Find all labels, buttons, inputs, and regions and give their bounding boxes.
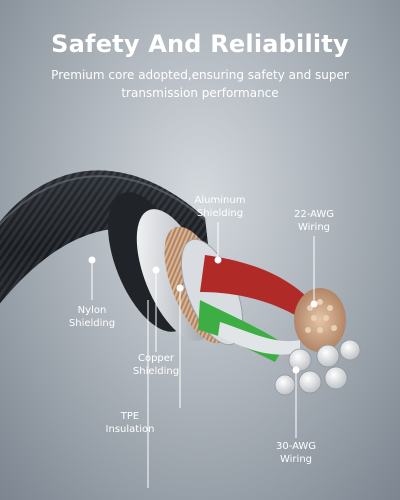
label-line: Aluminum	[194, 195, 246, 206]
subtitle-line: Premium core adopted,ensuring safety and…	[51, 68, 349, 82]
label-line: 30-AWG	[275, 441, 317, 452]
page-title: Safety And Reliability	[51, 30, 349, 58]
label-line: Insulation	[105, 424, 155, 435]
label-line: TPE	[120, 411, 140, 422]
callout-lines	[88, 222, 318, 488]
label-line: Wiring	[279, 454, 313, 465]
label-30awg-wiring: 30-AWG Wiring	[266, 440, 326, 466]
label-line: Wiring	[297, 222, 331, 233]
subtitle-line: transmission performance	[121, 86, 279, 100]
label-line: Shielding	[68, 318, 116, 329]
label-line: Shielding	[196, 208, 244, 219]
copper-conductor-bundle	[294, 288, 346, 352]
label-tpe-insulation: TPE Insulation	[100, 410, 160, 436]
label-22awg-wiring: 22-AWG Wiring	[284, 208, 344, 234]
nylon-braid-cable	[0, 170, 210, 304]
label-line: Copper	[137, 353, 175, 364]
label-aluminum-shielding: Aluminum Shielding	[190, 194, 250, 220]
label-nylon-shielding: Nylon Shielding	[62, 304, 122, 330]
label-line: Nylon	[77, 305, 107, 316]
white-wire	[218, 322, 300, 355]
label-line: Shielding	[132, 366, 180, 377]
page-subtitle: Premium core adopted,ensuring safety and…	[20, 66, 380, 102]
label-copper-shielding: Copper Shielding	[126, 352, 186, 378]
silver-strand-bundle	[274, 339, 361, 396]
red-wire	[200, 255, 310, 318]
label-line: 22-AWG	[293, 209, 335, 220]
